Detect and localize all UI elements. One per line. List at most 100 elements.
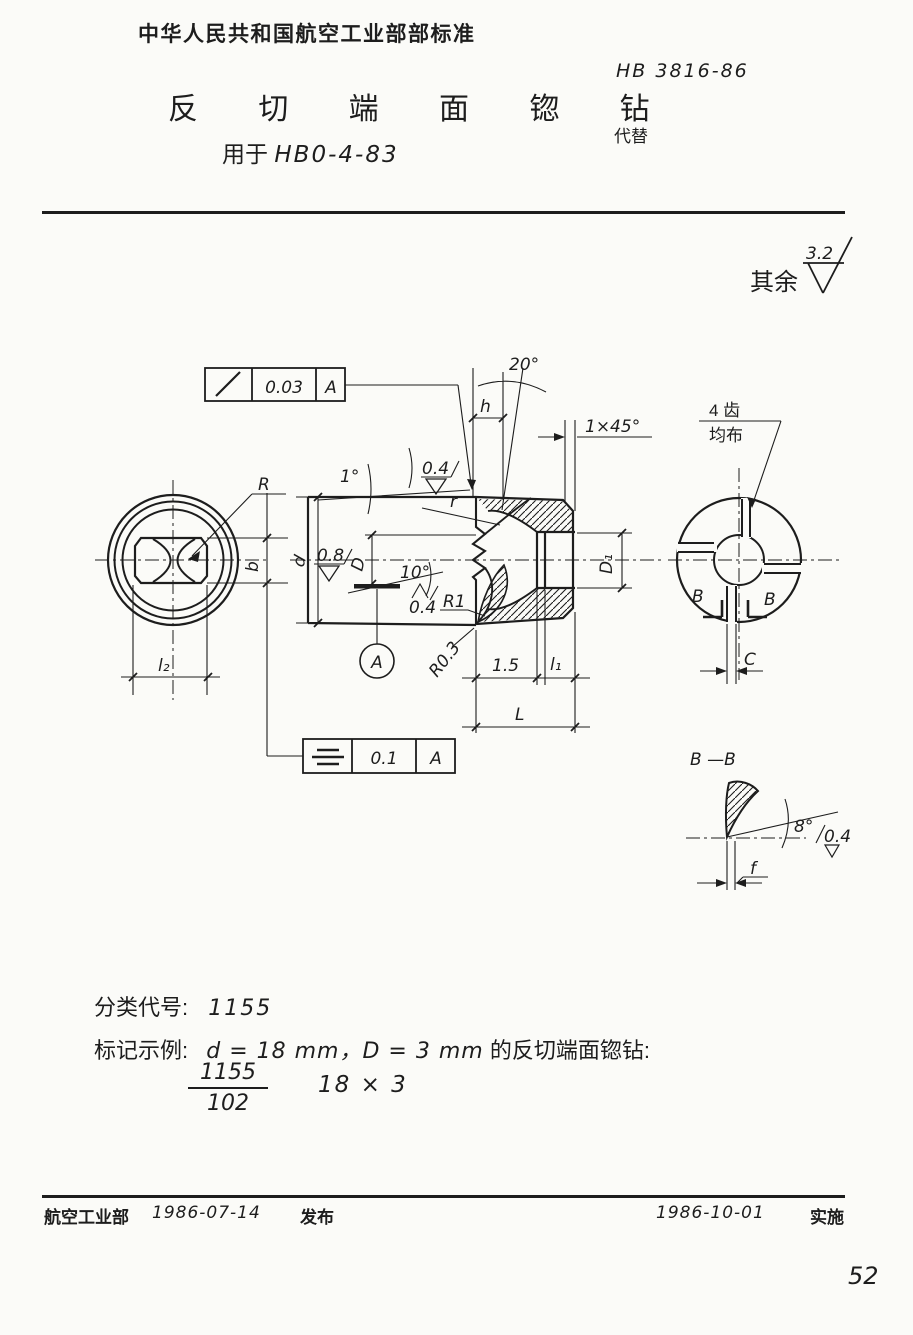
label-D1: D₁ — [597, 554, 617, 574]
supersedes-label: 代替 — [614, 127, 648, 146]
header-rule — [42, 211, 845, 214]
label-R03: R0.3 — [425, 638, 465, 681]
label-8deg: 8° — [794, 817, 813, 837]
label-R1: R1 — [443, 592, 466, 612]
label-h: h — [480, 397, 491, 417]
f-arrow-left — [716, 879, 727, 887]
label-r: r — [450, 492, 458, 512]
frame-dividers — [351, 739, 417, 773]
example-line: 标记示例: d = 18 mm，D = 3 mm 的反切端面锪钻: — [94, 1033, 650, 1065]
dimension-lines — [296, 367, 652, 733]
roughness-symbol-icon — [803, 236, 853, 294]
standard-number: HB 3816-86 — [616, 60, 749, 82]
symmetry-tolerance-value: 0.1 — [370, 749, 397, 769]
c-arrow-left — [716, 667, 727, 675]
label-B-right: B — [764, 590, 776, 610]
section-cut-marks — [703, 600, 767, 619]
centerlines — [95, 480, 268, 700]
label-datum-A: A — [370, 653, 383, 673]
classification-value: 1155 — [208, 996, 273, 1021]
runout-tolerance-value: 0.03 — [265, 378, 303, 398]
label-1deg: 1° — [340, 467, 359, 487]
document-title: 反 切 端 面 锪 钻 — [168, 93, 676, 126]
hatched-section — [478, 499, 572, 622]
label-b: b — [243, 561, 263, 572]
dimension-ticks — [128, 533, 272, 682]
label-R: R — [258, 475, 270, 495]
example-label: 标记示例: — [94, 1038, 189, 1063]
cutting-teeth-profile — [471, 497, 487, 624]
label-20deg: 20° — [509, 355, 539, 375]
classification-line: 分类代号: 1155 — [94, 990, 272, 1022]
label-l1: l₁ — [550, 655, 562, 675]
c-arrow-right — [736, 667, 747, 675]
footer-rule — [42, 1195, 845, 1198]
roughness-triangles-icon — [317, 478, 448, 583]
fraction-bar — [188, 1087, 268, 1089]
footer-implement-label: 实施 — [810, 1208, 844, 1227]
label-B-left: B — [692, 587, 704, 607]
label-f: f — [750, 859, 759, 879]
designation-numerator: 1155 — [200, 1060, 256, 1085]
classification-label: 分类代号: — [94, 995, 189, 1020]
surface-roughness-note: 其余 3.2 — [750, 236, 853, 296]
example-suffix: 的反切端面锪钻: — [489, 1038, 650, 1063]
subtitle-reference: HB0-4-83 — [274, 142, 399, 168]
symmetry-datum-ref: A — [429, 749, 442, 769]
label-rough-face: 0.8 — [317, 546, 344, 566]
frame-dividers — [251, 368, 317, 401]
subtitle-prefix: 用于 — [222, 141, 268, 167]
symmetry-tolerance-frame: 0.1 A — [267, 738, 456, 774]
label-L: L — [515, 705, 524, 725]
standard-caption: 中华人民共和国航空工业部部标准 — [138, 23, 476, 46]
runout-tolerance-frame: 0.03 A — [204, 367, 476, 490]
footer-publish-label: 发布 — [300, 1208, 334, 1227]
right-end-view: 4 齿 均布 B B C — [668, 401, 840, 684]
runout-symbol-icon — [215, 371, 241, 397]
footer-issuer: 航空工业部 — [44, 1208, 129, 1227]
chamfer-arrowhead — [554, 433, 565, 441]
left-end-view: R b l₂ — [95, 475, 288, 756]
section-bb-detail: B —B 8° 0.4 f — [686, 750, 851, 890]
frame-leader — [345, 384, 472, 485]
designation-fraction: 1155 102 — [188, 1060, 268, 1116]
label-10deg: 10° — [400, 563, 430, 583]
surface-note-prefix: 其余 — [750, 269, 798, 296]
surface-note-value: 3.2 — [806, 244, 833, 264]
main-side-view: A 20° h 1×45° 0.4 1° r d 0.8 D 10° 0.4 R… — [289, 355, 662, 733]
leader-arrowhead — [467, 479, 476, 490]
section-title: B —B — [690, 750, 736, 770]
gash-slot-edges — [678, 499, 801, 622]
teeth-leader-arrowhead — [747, 497, 756, 508]
dimension-lines — [121, 493, 288, 756]
label-C: C — [744, 650, 756, 670]
label-rough-section: 0.4 — [824, 827, 851, 847]
tang-slot-outline — [133, 536, 209, 585]
example-formula: d = 18 mm，D = 3 mm — [206, 1039, 484, 1064]
document-subtitle: 用于 HB0-4-83 — [222, 135, 399, 169]
page-number: 52 — [848, 1262, 879, 1290]
label-teeth-count: 4 齿 — [709, 401, 740, 420]
label-1-5: 1.5 — [492, 656, 519, 676]
f-arrow-right — [735, 879, 746, 887]
label-rough-edge: 0.4 — [409, 598, 436, 618]
leader-arrowhead — [188, 551, 200, 562]
label-rough-top: 0.4 — [422, 459, 449, 479]
runout-datum-ref: A — [324, 378, 337, 398]
symmetry-symbol-icon — [312, 748, 344, 766]
footer-issue-date: 1986-07-14 — [152, 1203, 261, 1223]
centerlines — [668, 468, 840, 680]
tooth-section-lobe — [476, 563, 509, 624]
label-l2: l₂ — [158, 656, 170, 676]
dimension-lines — [697, 798, 839, 890]
label-D: D — [348, 555, 371, 573]
roughness-triangle-icon — [823, 844, 841, 859]
tooth-wedge — [724, 780, 760, 841]
datum-target-bar — [354, 584, 400, 589]
datum-balloon — [359, 643, 395, 679]
designation-denominator: 102 — [207, 1091, 249, 1116]
designation-size: 18 × 3 — [318, 1072, 408, 1098]
dimension-ticks — [313, 413, 627, 732]
footer-implement-date: 1986-10-01 — [656, 1203, 765, 1223]
